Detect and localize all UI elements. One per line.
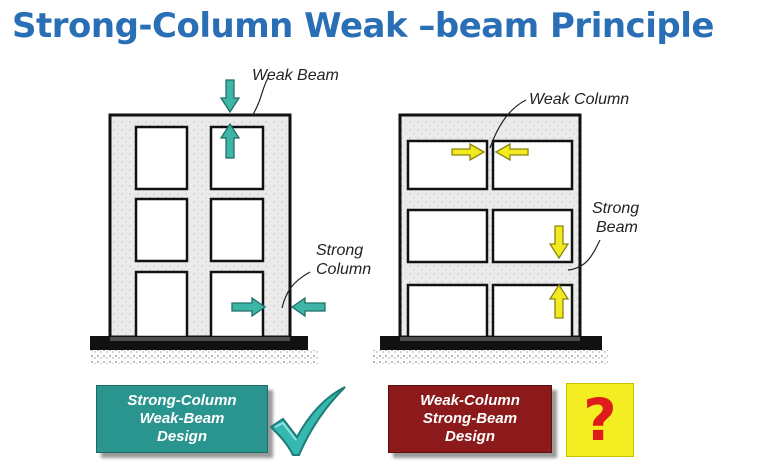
checkmark-icon <box>269 386 346 456</box>
bad-design-line2: Strong-Beam <box>422 410 518 427</box>
down-arrow-icon <box>219 79 241 114</box>
good-design-line2: Weak-Beam <box>139 410 225 427</box>
strong-column-arrows <box>231 296 326 318</box>
right-arrow-icon <box>231 296 267 318</box>
left-ground-soil <box>90 350 318 364</box>
good-design-line3: Design <box>156 428 207 445</box>
strong-column-weak-beam-design-box: Strong-Column Weak-Beam Design <box>96 385 268 453</box>
left-window <box>134 270 189 339</box>
strong-beam-label-line2: Beam <box>596 219 638 236</box>
good-design-line1: Strong-Column <box>127 392 237 409</box>
right-ground-soil <box>372 350 608 364</box>
left-window <box>134 197 189 263</box>
left-arrow-icon <box>290 296 326 318</box>
left-arrow-icon <box>494 142 529 162</box>
weak-column-strong-beam-design-box: Weak-Column Strong-Beam Design <box>388 385 552 453</box>
right-arrow-icon <box>451 142 486 162</box>
question-mark-icon: ? <box>566 383 634 457</box>
weak-column-frame <box>372 113 608 364</box>
left-window <box>134 125 189 191</box>
weak-beam-leader <box>251 77 269 117</box>
strong-beam-arrows <box>548 225 570 319</box>
left-window <box>209 197 265 263</box>
weak-beam-arrows <box>219 79 241 159</box>
weak-column-leader <box>489 99 527 149</box>
weak-column-arrows <box>451 142 529 162</box>
right-window <box>406 283 489 339</box>
strong-beam-label-line1: Strong <box>592 200 639 217</box>
bad-design-line3: Design <box>444 428 495 445</box>
strong-column-label-line2: Column <box>316 261 371 278</box>
question-mark-symbol: ? <box>583 386 617 454</box>
weak-column-label: Weak Column <box>529 91 629 108</box>
page-title: Strong-Column Weak –beam Principle <box>12 6 714 46</box>
bad-design-line1: Weak-Column <box>420 392 520 409</box>
strong-column-leader <box>281 271 311 309</box>
up-arrow-icon <box>548 283 570 319</box>
down-arrow-icon <box>548 225 570 260</box>
weak-beam-label: Weak Beam <box>252 67 339 84</box>
strong-beam-leader <box>567 239 601 271</box>
right-window <box>406 208 489 264</box>
strong-column-frame <box>90 113 318 364</box>
up-arrow-icon <box>219 122 241 159</box>
strong-column-label-line1: Strong <box>316 242 363 259</box>
